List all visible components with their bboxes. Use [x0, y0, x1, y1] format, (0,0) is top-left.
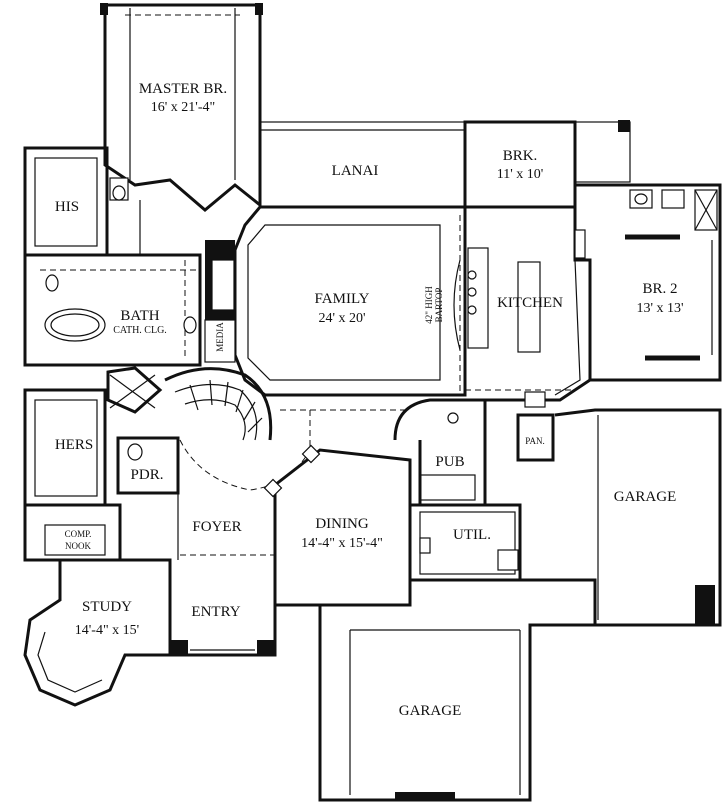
bottom-garage-walls [318, 605, 595, 802]
study-dims: 14'-4" x 15' [75, 623, 139, 638]
entry-label: ENTRY [191, 604, 240, 620]
bartop-line1: 42" HIGH [424, 286, 434, 324]
kitchen-breakfast-walls [453, 120, 592, 402]
kitchen-label: KITCHEN [497, 295, 563, 311]
hers-closet-label: HERS [55, 437, 93, 453]
dining-walls [263, 409, 412, 607]
master-bedroom-walls [100, 3, 263, 212]
bath-note: CATH. CLG. [113, 325, 167, 336]
family-room-label: FAMILY [315, 291, 370, 307]
bath-walls [23, 200, 202, 367]
bath-label: BATH [120, 308, 159, 324]
foyer-label: FOYER [192, 519, 241, 535]
bedroom-2-dims: 13' x 13' [636, 301, 683, 316]
dining-dims: 14'-4" x 15'-4" [301, 536, 383, 551]
bartop-note: 42" HIGH BARTOP [424, 286, 444, 324]
study-label: STUDY [82, 599, 132, 615]
utility-walls [408, 503, 522, 582]
curved-staircase [164, 367, 273, 441]
patio-walls [574, 120, 631, 183]
bedroom-2-label: BR. 2 [642, 281, 677, 297]
bedroom-2-walls [575, 183, 722, 382]
comp-nook-line1: COMP. [65, 529, 92, 539]
pantry-label: PAN. [525, 436, 544, 446]
bottom-garage-label: GARAGE [399, 703, 462, 719]
powder-room-label: PDR. [131, 467, 164, 483]
lanai-label: LANAI [332, 163, 379, 179]
utility-label: UTIL. [453, 527, 491, 543]
dining-label: DINING [315, 516, 368, 532]
powder-room-walls [116, 436, 180, 495]
master-bedroom-label: MASTER BR. [139, 81, 227, 97]
his-closet-label: HIS [55, 199, 79, 215]
foyer-walls [177, 439, 311, 560]
right-garage-walls [520, 408, 722, 627]
pantry-walls [516, 391, 555, 462]
right-garage-label: GARAGE [614, 489, 677, 505]
breakfast-dims: 11' x 10' [497, 167, 544, 182]
master-bedroom-dims: 16' x 21'-4" [151, 100, 215, 115]
interior-dashed-lines [40, 215, 575, 395]
comp-nook-line2: NOOK [65, 541, 91, 551]
bartop-line2: BARTOP [434, 288, 444, 323]
pub-walls [393, 398, 487, 507]
family-room-walls [204, 205, 467, 397]
breakfast-label: BRK. [503, 148, 538, 164]
family-room-dims: 24' x 20' [318, 311, 365, 326]
pub-label: PUB [435, 454, 464, 470]
hers-closet-walls [23, 366, 163, 507]
media-label: MEDIA [215, 322, 225, 352]
entry-walls [168, 560, 277, 657]
